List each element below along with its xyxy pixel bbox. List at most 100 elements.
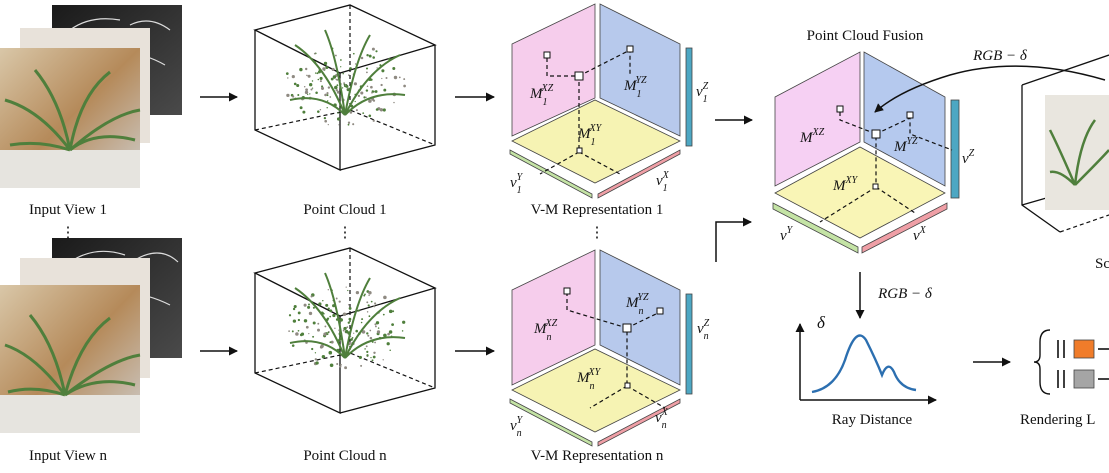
cloud-point bbox=[364, 293, 366, 296]
label-v-z-n: v bbox=[697, 321, 704, 337]
cloud-point bbox=[291, 344, 295, 347]
arrow-scene-to-fusion bbox=[874, 65, 1106, 113]
cloud-point bbox=[398, 76, 401, 79]
cloud-point bbox=[311, 80, 314, 82]
cloud-point bbox=[360, 56, 364, 60]
cloud-point bbox=[315, 91, 318, 94]
cloud-point bbox=[370, 300, 373, 303]
cloud-point bbox=[372, 119, 375, 122]
cloud-point bbox=[371, 47, 375, 51]
fusion-label-v-z: v bbox=[962, 151, 969, 167]
svg-text:vnX: vnX bbox=[655, 407, 669, 431]
caption-point-cloud-1: Point Cloud 1 bbox=[303, 202, 386, 218]
density-curve bbox=[811, 334, 917, 394]
cloud-point bbox=[357, 309, 360, 312]
cloud-point bbox=[324, 325, 327, 328]
ellipsis-cloud: ⋮ bbox=[338, 225, 353, 241]
vector-z-1 bbox=[685, 47, 693, 147]
cloud-point bbox=[306, 74, 308, 77]
cloud-point bbox=[322, 67, 326, 71]
plane-yz-1 bbox=[599, 3, 681, 137]
svg-text:vnZ: vnZ bbox=[697, 318, 710, 342]
cloud-point bbox=[326, 107, 328, 109]
sample-point-n bbox=[622, 323, 632, 333]
cloud-point bbox=[357, 94, 361, 98]
cloud-point bbox=[337, 112, 339, 114]
cloud-point bbox=[347, 304, 350, 306]
cloud-point bbox=[330, 77, 334, 81]
cloud-point bbox=[312, 306, 315, 309]
cloud-point bbox=[360, 321, 363, 324]
cloud-point bbox=[376, 330, 381, 334]
cloud-point bbox=[310, 295, 313, 298]
cloud-point bbox=[317, 322, 320, 325]
label-m-xy-1: M bbox=[577, 126, 592, 142]
vector-z-n bbox=[685, 293, 693, 395]
cloud-point bbox=[317, 328, 320, 332]
cloud-point bbox=[339, 365, 342, 368]
cloud-point bbox=[329, 309, 333, 313]
cloud-point bbox=[363, 96, 366, 99]
cloud-point bbox=[366, 71, 368, 74]
cloud-point bbox=[389, 349, 391, 351]
cloud-point bbox=[335, 78, 337, 81]
cloud-point bbox=[288, 314, 292, 317]
caption-input-view-1: Input View 1 bbox=[29, 202, 107, 218]
cloud-frond bbox=[324, 29, 346, 116]
cloud-point bbox=[311, 347, 314, 351]
loss-brace bbox=[1033, 329, 1051, 395]
cloud-point bbox=[334, 54, 337, 57]
cloud-point bbox=[338, 300, 341, 303]
cloud-point bbox=[366, 354, 369, 357]
cloud-point bbox=[348, 74, 350, 76]
caption-input-view-n: Input View n bbox=[29, 448, 107, 464]
cloud-frond bbox=[344, 34, 371, 116]
svg-text:v1X: v1X bbox=[656, 170, 670, 194]
cloud-point bbox=[368, 290, 372, 295]
cloud-point bbox=[373, 351, 376, 355]
vm-representation-1: M1XZ M1YZ M1XY v1Z v1Y v1X bbox=[509, 3, 709, 199]
cloud-point bbox=[311, 87, 314, 89]
cloud-point bbox=[336, 90, 340, 94]
vector-y-n bbox=[509, 398, 593, 447]
svg-text:vX: vX bbox=[913, 225, 927, 244]
point-cloud-cube-n bbox=[253, 247, 437, 415]
fusion-plane-xy bbox=[774, 146, 946, 239]
cloud-point bbox=[343, 327, 347, 330]
scene-render bbox=[1045, 95, 1109, 210]
cloud-point bbox=[368, 114, 372, 118]
cloud-point bbox=[308, 303, 310, 306]
cloud-point bbox=[373, 305, 376, 308]
scene-cube-partial: Sc bbox=[1021, 54, 1109, 272]
label-v-y-1: v bbox=[510, 175, 517, 191]
cloud-point bbox=[368, 54, 372, 58]
palm-foliage-n bbox=[4, 314, 141, 397]
density-plot: δ Ray Distance bbox=[795, 313, 937, 428]
cloud-point bbox=[329, 315, 332, 318]
cloud-point bbox=[287, 77, 289, 79]
cloud-point bbox=[374, 341, 377, 344]
cloud-point bbox=[347, 121, 351, 124]
cloud-point bbox=[335, 88, 339, 92]
arrow-vmn-to-fusion bbox=[715, 217, 752, 262]
cloud-point bbox=[326, 92, 329, 95]
cloud-point bbox=[371, 90, 374, 93]
cloud-point bbox=[320, 86, 325, 90]
input-view-n bbox=[0, 238, 182, 433]
cloud-point bbox=[340, 66, 342, 68]
cloud-point bbox=[365, 345, 368, 348]
cloud-point bbox=[342, 72, 344, 75]
fusion-sample-point bbox=[871, 129, 881, 139]
cloud-point bbox=[303, 85, 306, 88]
cloud-point bbox=[342, 329, 345, 332]
cloud-point bbox=[352, 123, 355, 126]
cloud-point bbox=[307, 93, 309, 96]
cloud-point bbox=[329, 341, 332, 344]
cloud-point bbox=[361, 318, 364, 321]
cloud-point bbox=[383, 333, 387, 338]
loss-orange-block bbox=[1073, 339, 1095, 359]
caption-rendering-loss: Rendering L bbox=[1020, 412, 1095, 428]
cloud-point bbox=[302, 110, 306, 114]
cloud-point bbox=[364, 348, 366, 350]
